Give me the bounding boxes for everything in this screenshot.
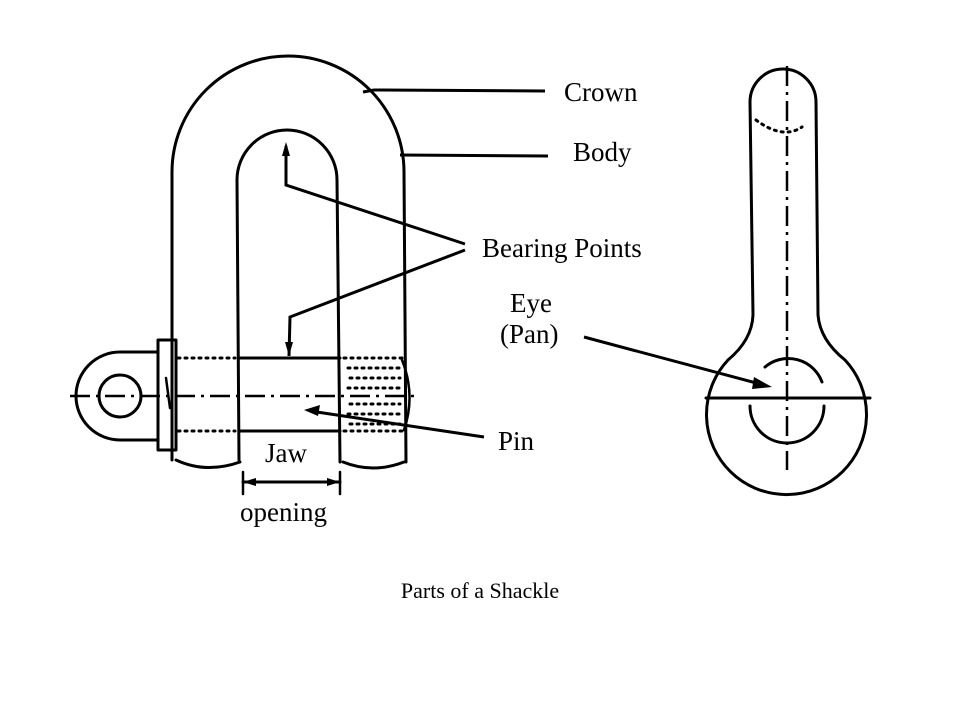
jaw-arrow-right-icon: [327, 478, 340, 486]
label-crown: Crown: [564, 77, 638, 107]
pin-threaded-end: [400, 358, 411, 432]
pin-collar-detail: [164, 376, 172, 410]
jaw-arrow-left-icon: [243, 478, 256, 486]
eye-pointer: [583, 335, 761, 386]
label-pan: (Pan): [500, 319, 558, 349]
crown-pointer: [362, 88, 546, 94]
shackle-body-inner: [235, 128, 342, 464]
eye-hole-lower-arc: [748, 404, 826, 445]
label-pointers: [282, 88, 772, 439]
label-jaw: Jaw: [265, 438, 307, 468]
diagram-caption: Parts of a Shackle: [401, 578, 559, 603]
label-eye: Eye: [510, 288, 552, 318]
label-body: Body: [573, 137, 632, 167]
shackle-leg-left-end: [174, 458, 242, 470]
side-view-outline: [705, 67, 868, 497]
label-bearing-points: Bearing Points: [482, 233, 642, 263]
bearing-pointer-lower: [287, 248, 466, 357]
bearing-arrow-lower-icon: [285, 342, 293, 356]
eye-arrow-icon: [752, 377, 772, 389]
bearing-pointer-upper: [284, 146, 466, 246]
label-opening: opening: [240, 497, 327, 527]
bearing-arrow-upper-icon: [282, 142, 290, 156]
eye-hole-upper-arc: [763, 357, 824, 384]
labels: Crown Body Bearing Points Eye (Pan) Pin …: [240, 77, 642, 527]
shackle-body-outer: [170, 54, 408, 464]
pin-pointer: [309, 409, 485, 439]
shackle-side-view: [704, 66, 872, 497]
side-view-hidden-arc: [754, 118, 804, 134]
shackle-front-view: [70, 54, 418, 496]
label-pin: Pin: [498, 426, 535, 456]
pin-arrow-icon: [304, 405, 320, 416]
body-pointer: [399, 153, 549, 158]
shackle-leg-right-end: [341, 460, 406, 470]
